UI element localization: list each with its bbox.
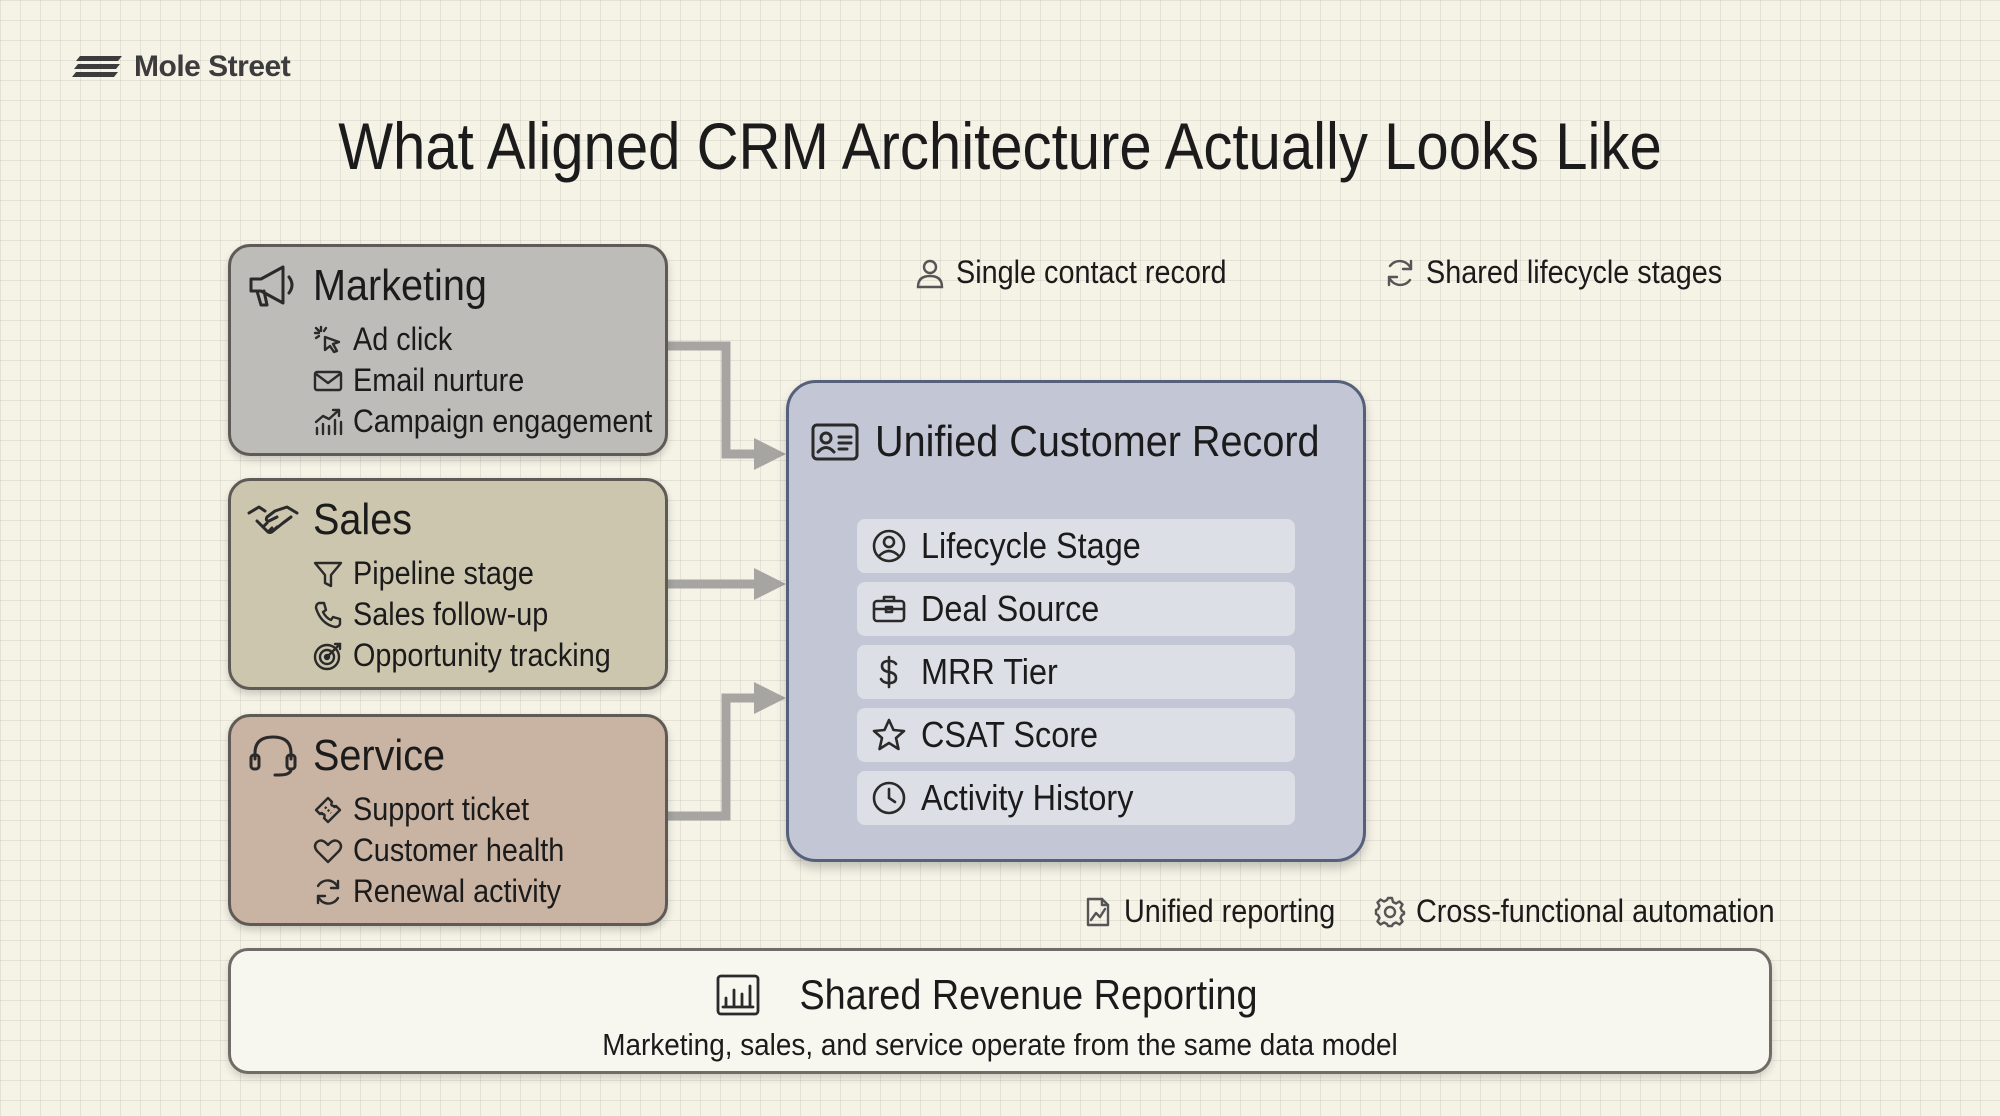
page-title: What Aligned CRM Architecture Actually L…	[338, 109, 1662, 183]
sales-arrowhead	[754, 568, 786, 600]
list-item: Sales follow-up	[313, 594, 639, 635]
tag-cross-functional-automation: Cross-functional automation	[1374, 893, 1814, 930]
sales-panel: Sales Pipeline stage Sales follow-up Opp…	[228, 478, 668, 690]
funnel-icon	[313, 561, 343, 587]
user-icon	[916, 259, 944, 288]
refresh-icon	[316, 878, 340, 905]
list-item: Customer health	[313, 830, 588, 871]
field-deal-source: Deal Source	[857, 582, 1295, 636]
handshake-icon	[247, 505, 299, 534]
field-csat-score: CSAT Score	[857, 708, 1295, 762]
unified-customer-record: Unified Customer Record Lifecycle Stage …	[786, 380, 1366, 862]
brand-name: Mole Street	[134, 50, 291, 83]
marketing-title: Marketing	[313, 261, 487, 310]
bar-chart-icon	[717, 974, 760, 1016]
field-activity-history: Activity History	[857, 771, 1295, 825]
user-circle-icon	[872, 529, 906, 563]
brand: Mole Street	[72, 50, 291, 84]
footer-title: Shared Revenue Reporting	[799, 971, 1259, 1018]
marketing-panel: Marketing Ad click Email nurture Campaig…	[228, 244, 668, 456]
field-lifecycle-stage: Lifecycle Stage	[857, 519, 1295, 573]
stripes-logo-icon	[72, 56, 122, 77]
list-item: Pipeline stage	[313, 553, 639, 594]
clock-icon	[872, 781, 906, 815]
target-icon	[313, 642, 342, 670]
tag-unified-reporting: Unified reporting	[1082, 893, 1359, 930]
list-item: Support ticket	[313, 789, 588, 830]
id-card-icon	[811, 423, 859, 461]
list-item: Ad click	[313, 319, 686, 360]
headset-icon	[249, 735, 297, 777]
hub-title: Unified Customer Record	[875, 417, 1320, 466]
list-item: Opportunity tracking	[313, 635, 639, 676]
marketing-connector	[668, 341, 760, 459]
phone-icon	[314, 601, 342, 628]
dollar-icon	[879, 655, 898, 689]
footer-subtitle: Marketing, sales, and service operate fr…	[602, 1027, 1398, 1062]
list-item: Renewal activity	[313, 871, 588, 912]
megaphone-icon	[249, 265, 294, 307]
service-connector	[668, 693, 760, 821]
service-arrowhead	[754, 682, 786, 714]
marketing-arrowhead	[754, 438, 786, 470]
click-icon	[313, 325, 341, 353]
ticket-icon	[314, 796, 342, 823]
tag-single-contact-record: Single contact record	[914, 254, 1257, 291]
chart-up-icon	[314, 408, 343, 435]
field-mrr-tier: MRR Tier	[857, 645, 1295, 699]
star-icon	[872, 718, 906, 751]
report-icon	[1086, 897, 1110, 926]
gear-icon	[1374, 896, 1406, 927]
mail-icon	[313, 370, 343, 391]
service-title: Service	[313, 731, 446, 780]
list-item: Campaign engagement	[313, 401, 686, 442]
sales-title: Sales	[313, 495, 413, 544]
heart-icon	[313, 838, 343, 863]
briefcase-icon	[872, 595, 906, 623]
service-panel: Service Support ticket Customer health R…	[228, 714, 668, 926]
list-item: Email nurture	[313, 360, 686, 401]
tag-shared-lifecycle-stages: Shared lifecycle stages	[1384, 254, 1755, 291]
cycle-icon	[1387, 259, 1413, 286]
shared-revenue-reporting: Shared Revenue Reporting Marketing, sale…	[228, 948, 1772, 1074]
